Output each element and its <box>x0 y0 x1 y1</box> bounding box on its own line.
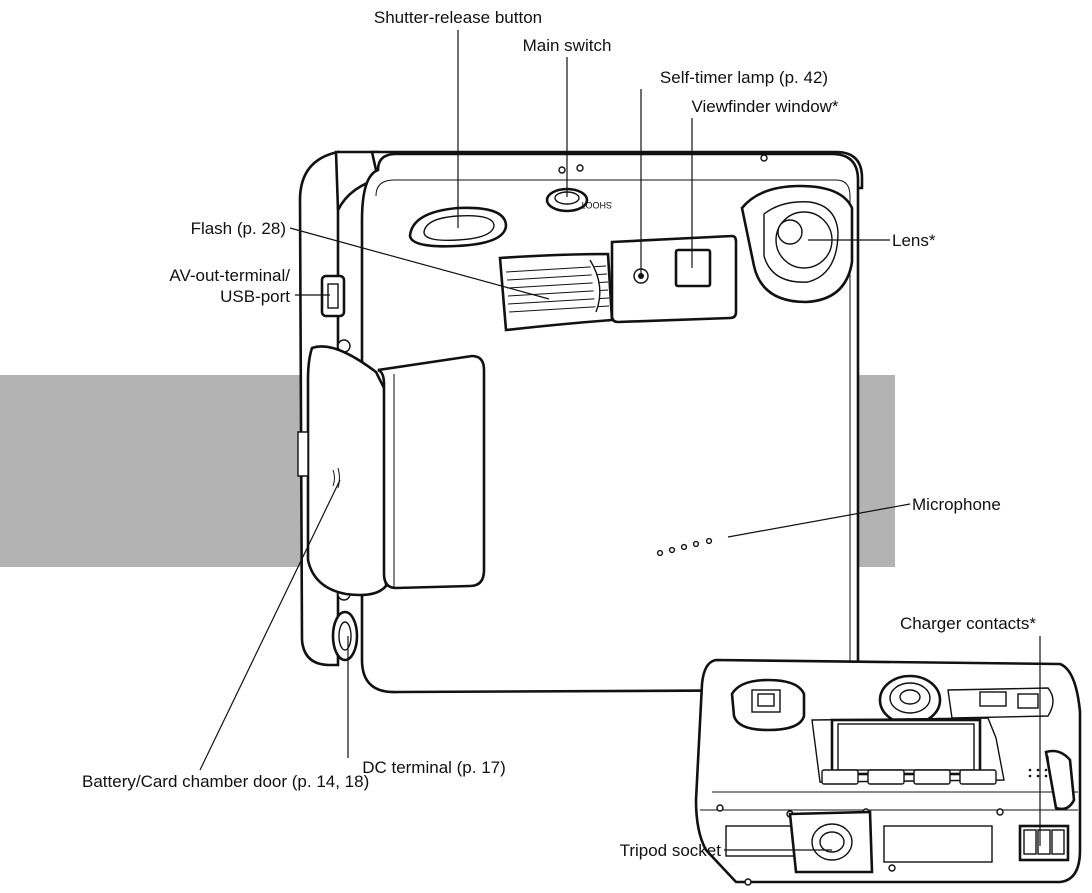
label-main-switch: Main switch <box>523 36 612 55</box>
label-lens: Lens* <box>892 231 936 250</box>
label-self-timer: Self-timer lamp (p. 42) <box>660 68 828 87</box>
label-tripod: Tripod socket <box>620 841 722 860</box>
svg-text:SHOOT: SHOOT <box>579 200 612 210</box>
leader-flash <box>289 227 550 300</box>
leader-microphone <box>727 503 911 538</box>
label-av-out-line2: USB-port <box>220 287 290 306</box>
labels: Shutter-release button Main switch Self-… <box>82 8 1036 860</box>
camera-front: SHOOT <box>297 150 864 694</box>
label-flash: Flash (p. 28) <box>191 219 286 238</box>
label-av-out-line1: AV-out-terminal/ <box>169 266 290 285</box>
label-shutter-release: Shutter-release button <box>374 8 542 27</box>
leader-lines <box>199 30 1041 851</box>
label-viewfinder: Viewfinder window* <box>691 97 838 116</box>
label-battery-door: Battery/Card chamber door (p. 14, 18) <box>82 772 369 791</box>
camera-back <box>694 658 1082 886</box>
leader-battery-door <box>199 479 341 771</box>
label-dc-terminal: DC terminal (p. 17) <box>362 758 506 777</box>
label-microphone: Microphone <box>912 495 1001 514</box>
label-charger: Charger contacts* <box>900 614 1036 633</box>
